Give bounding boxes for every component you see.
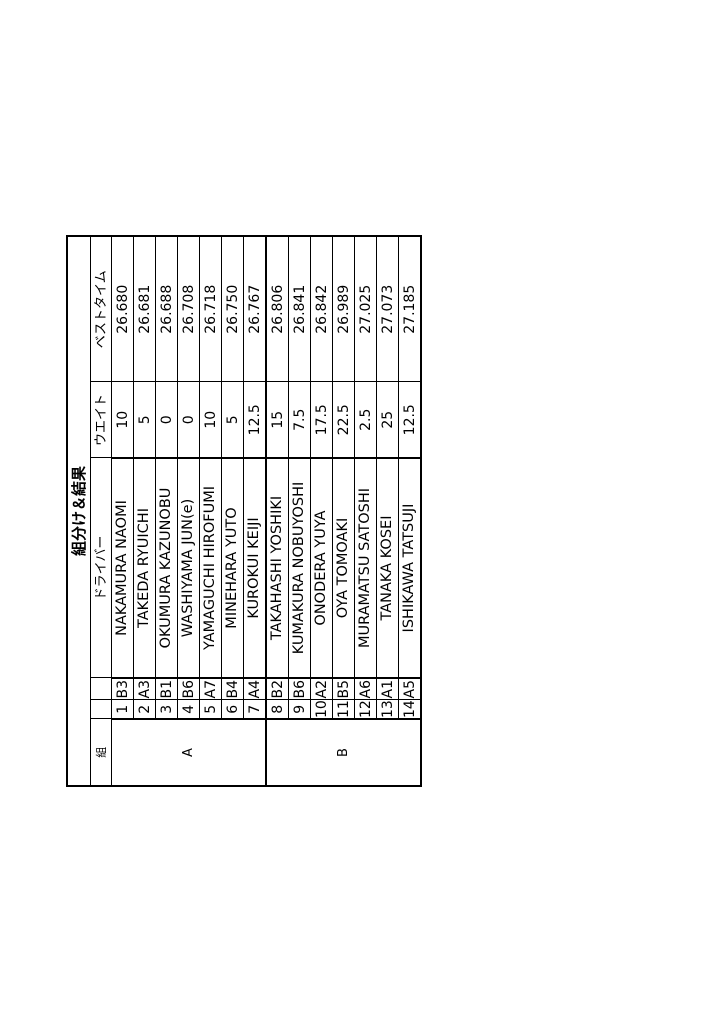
weight-value: 5 xyxy=(221,382,244,458)
row-number: 14 xyxy=(398,700,421,719)
row-number: 12 xyxy=(354,700,377,719)
seat-code: A7 xyxy=(199,678,222,700)
driver-name: TANAKA KOSEI xyxy=(376,458,399,678)
weight-value: 10 xyxy=(111,382,134,458)
weight-value: 10 xyxy=(199,382,222,458)
row-number: 5 xyxy=(199,700,222,719)
seat-code: B6 xyxy=(177,678,200,700)
group-label: B xyxy=(266,719,421,786)
weight-value: 17.5 xyxy=(310,382,333,458)
row-number: 4 xyxy=(177,700,200,719)
seat-code: B5 xyxy=(332,678,355,700)
best-time-value: 26.841 xyxy=(288,235,311,382)
best-time-value: 26.680 xyxy=(111,235,134,382)
seat-code: B2 xyxy=(266,678,289,700)
row-number: 7 xyxy=(243,700,266,719)
seat-code: A6 xyxy=(354,678,377,700)
weight-value: 12.5 xyxy=(243,382,266,458)
best-time-value: 27.073 xyxy=(376,235,399,382)
seat-code: A3 xyxy=(133,678,156,700)
weight-value: 5 xyxy=(133,382,156,458)
driver-name: MURAMATSU SATOSHI xyxy=(354,458,377,678)
weight-value: 22.5 xyxy=(332,382,355,458)
row-number: 2 xyxy=(133,700,156,719)
best-time-value: 27.025 xyxy=(354,235,377,382)
title-row: 組分け＆結果 xyxy=(67,235,91,786)
driver-name: OYA TOMOAKI xyxy=(332,458,355,678)
driver-name: KUMAKURA NOBUYOSHI xyxy=(288,458,311,678)
weight-value: 7.5 xyxy=(288,382,311,458)
seat-code: B6 xyxy=(288,678,311,700)
best-time-value: 26.688 xyxy=(155,235,178,382)
row-number: 1 xyxy=(111,700,134,719)
header-weight: ウエイト xyxy=(90,382,112,458)
weight-value: 0 xyxy=(155,382,178,458)
row-number: 6 xyxy=(221,700,244,719)
seat-code: B3 xyxy=(111,678,134,700)
header-row: 組 ドライバー ウエイト ベストタイム xyxy=(90,235,112,786)
best-time-value: 26.750 xyxy=(221,235,244,382)
best-time-value: 26.767 xyxy=(243,235,266,382)
row-number: 9 xyxy=(288,700,311,719)
weight-value: 0 xyxy=(177,382,200,458)
best-time-value: 26.989 xyxy=(332,235,355,382)
best-time-value: 26.806 xyxy=(266,235,289,382)
driver-name: KUROKUI KEIJI xyxy=(243,458,266,678)
driver-name: ISHIKAWA TATSUJI xyxy=(398,458,421,678)
header-no xyxy=(90,700,112,719)
best-time-value: 26.708 xyxy=(177,235,200,382)
seat-code: B4 xyxy=(221,678,244,700)
best-time-value: 26.681 xyxy=(133,235,156,382)
header-group: 組 xyxy=(90,719,112,786)
best-time-value: 27.185 xyxy=(398,235,421,382)
driver-name: TAKAHASHI YOSHIKI xyxy=(266,458,289,678)
weight-value: 2.5 xyxy=(354,382,377,458)
seat-code: A5 xyxy=(398,678,421,700)
driver-name: WASHIYAMA JUN(e) xyxy=(177,458,200,678)
group-label: A xyxy=(111,719,266,786)
best-time-value: 26.718 xyxy=(199,235,222,382)
table-title: 組分け＆結果 xyxy=(67,235,91,786)
seat-code: A2 xyxy=(310,678,333,700)
driver-name: YAMAGUCHI HIROFUMI xyxy=(199,458,222,678)
header-seat xyxy=(90,678,112,700)
row-number: 10 xyxy=(310,700,333,719)
driver-name: MINEHARA YUTO xyxy=(221,458,244,678)
driver-name: OKUMURA KAZUNOBU xyxy=(155,458,178,678)
weight-value: 12.5 xyxy=(398,382,421,458)
seat-code: B1 xyxy=(155,678,178,700)
driver-name: TAKEDA RYUICHI xyxy=(133,458,156,678)
row-number: 13 xyxy=(376,700,399,719)
seat-code: A1 xyxy=(376,678,399,700)
driver-name: NAKAMURA NAOMI xyxy=(111,458,134,678)
seat-code: A4 xyxy=(243,678,266,700)
driver-name: ONODERA YUYA xyxy=(310,458,333,678)
header-best-time: ベストタイム xyxy=(90,235,112,382)
header-driver: ドライバー xyxy=(90,458,112,678)
row-number: 8 xyxy=(266,700,289,719)
weight-value: 25 xyxy=(376,382,399,458)
row-number: 11 xyxy=(332,700,355,719)
row-number: 3 xyxy=(155,700,178,719)
weight-value: 15 xyxy=(266,382,289,458)
best-time-value: 26.842 xyxy=(310,235,333,382)
